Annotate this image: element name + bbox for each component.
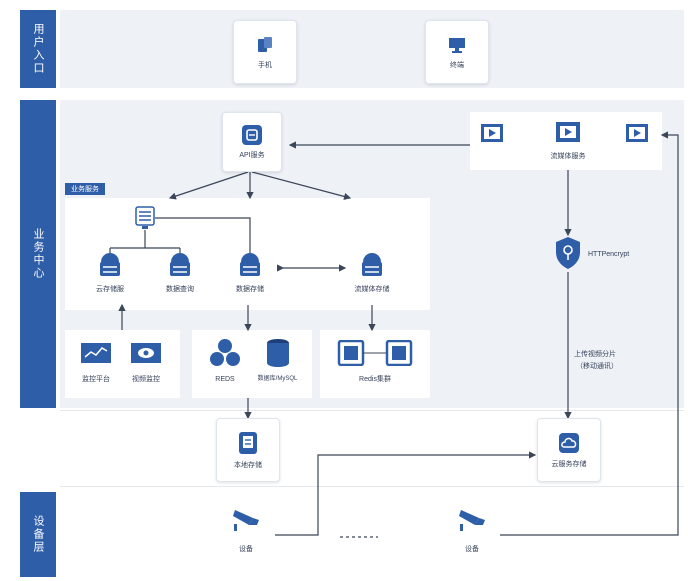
database-icon: [266, 339, 289, 367]
redis-icon: [210, 339, 240, 366]
redis-cluster-item[interactable]: Redis集群: [330, 339, 420, 384]
camera-icon: [233, 510, 259, 531]
mysql-label: 数据库/MySQL: [257, 376, 298, 382]
https-encrypt-node[interactable]: [554, 236, 582, 275]
device-b[interactable]: 设备: [448, 506, 496, 554]
stream-media-item[interactable]: 流媒体服务: [538, 120, 598, 161]
cloud-db-icon: [240, 253, 260, 276]
media-storage-label: 流媒体存储: [354, 286, 390, 293]
local-storage-card[interactable]: 本地存储: [216, 418, 280, 482]
api-service-card[interactable]: API服务: [222, 112, 282, 172]
data-query-node[interactable]: 数据查询: [155, 252, 205, 294]
stream-video-right[interactable]: [625, 122, 649, 149]
chart-monitor-icon: [81, 343, 111, 363]
device-a-label: 设备: [239, 546, 253, 553]
redis-item[interactable]: REDS: [200, 338, 250, 384]
line-device-to-cloud: [275, 451, 537, 536]
band-service-center-label: 业务中心: [32, 228, 44, 280]
video-icon: [626, 124, 648, 142]
band-device-layer-label: 设备层: [32, 515, 44, 554]
pc-card[interactable]: 终端: [425, 20, 489, 84]
upload-note-line1: 上传视频分片: [574, 351, 616, 358]
stream-media-label: 流媒体服务: [550, 153, 586, 160]
band-user-entry-label: 用户入口: [32, 23, 44, 75]
camera-icon: [459, 510, 485, 531]
cloud-storage-label: 云服务存储: [551, 460, 587, 468]
data-storage-node[interactable]: 数据存储: [225, 252, 275, 294]
line-device-to-stream: [500, 131, 679, 536]
local-storage-label: 本地存储: [234, 461, 262, 469]
video-monitor-icon: [131, 343, 161, 363]
cloud-db-icon: [362, 253, 382, 276]
film-icon: [556, 122, 580, 142]
api-icon: [242, 125, 262, 145]
app-server: [134, 206, 156, 235]
cloud-db-icon: [100, 253, 120, 276]
phone-card[interactable]: 手机: [233, 20, 297, 84]
video-icon: [481, 124, 503, 142]
alarm-platform-item[interactable]: 监控平台: [74, 342, 118, 384]
cloud-storage-mgmt-label: 云存储服: [96, 286, 124, 293]
monitor-icon: [449, 37, 465, 53]
api-service-label: API服务: [239, 152, 265, 159]
band-user-entry: 用户入口: [20, 10, 56, 88]
device-b-label: 设备: [465, 546, 479, 553]
https-encrypt-label: HTTPencrypt: [588, 251, 630, 258]
media-storage-node[interactable]: 流媒体存储: [342, 252, 402, 294]
line-api-right: [251, 171, 352, 200]
device-a[interactable]: 设备: [222, 506, 270, 554]
redis-label: REDS: [215, 376, 235, 383]
upload-note-line2: （移动通讯）: [576, 363, 618, 370]
alarm-platform-label: 监控平台: [82, 376, 110, 383]
mysql-item[interactable]: 数据库/MySQL: [250, 338, 305, 384]
monitor-panel: [65, 330, 180, 398]
stream-video-left[interactable]: [480, 122, 504, 149]
pc-label: 终端: [450, 61, 464, 69]
data-storage-label: 数据存储: [236, 286, 264, 293]
storage-doc-icon: [239, 431, 257, 454]
redis-cluster-label: Redis集群: [359, 376, 391, 383]
line-server-to-storage: [155, 217, 251, 256]
video-monitor-label: 视频监控: [132, 376, 160, 383]
phone-icon: [258, 36, 272, 52]
cloud-storage-mgmt-node[interactable]: 云存储服: [85, 252, 135, 294]
shield-icon: [556, 237, 580, 269]
data-query-label: 数据查询: [166, 286, 194, 293]
phone-label: 手机: [258, 61, 272, 69]
data-service-tag: 业务服务: [65, 183, 105, 195]
cluster-icon: [337, 339, 413, 367]
cloud-storage-card[interactable]: 云服务存储: [537, 418, 601, 482]
cloud-db-icon: [170, 253, 190, 276]
band-device-layer: 设备层: [20, 492, 56, 577]
line-api-left: [168, 171, 249, 200]
band-service-center: 业务中心: [20, 100, 56, 408]
cache-panel: [192, 330, 312, 398]
cloud-icon: [559, 432, 579, 453]
video-monitor-item[interactable]: 视频监控: [122, 342, 170, 384]
server-icon: [135, 206, 155, 229]
user-entry-zone: [60, 10, 684, 88]
